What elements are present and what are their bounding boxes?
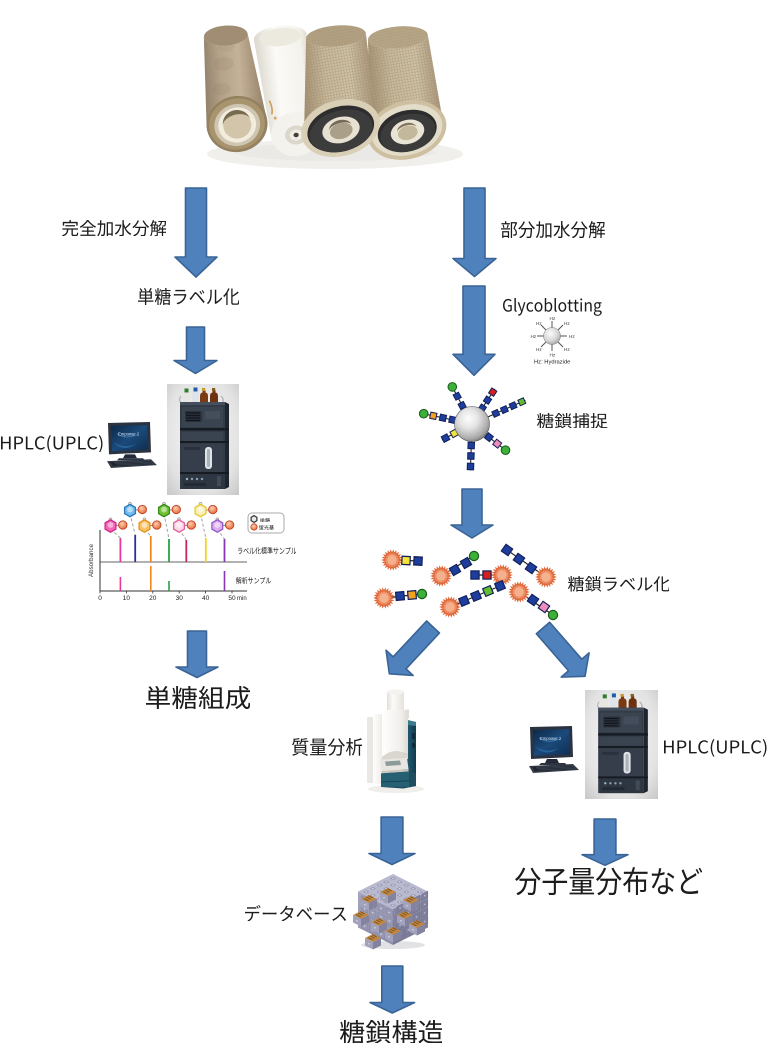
svg-text:Hz: Hz	[569, 334, 575, 339]
svg-text:Hz: Hz	[531, 334, 537, 339]
svg-text:Hz: Hz	[536, 321, 542, 326]
svg-text:20: 20	[149, 595, 157, 602]
svg-text:10: 10	[123, 595, 131, 602]
svg-text:Hz: Hz	[550, 316, 556, 321]
svg-text:Hz: Hydrazide: Hz: Hydrazide	[534, 360, 570, 366]
svg-text:Empower 2: Empower 2	[118, 432, 140, 437]
svg-text:Hz: Hz	[564, 321, 570, 326]
svg-text:30: 30	[176, 595, 184, 602]
svg-text:Hz: Hz	[564, 347, 570, 352]
svg-text:Hz: Hz	[536, 347, 542, 352]
svg-text:min: min	[237, 596, 247, 602]
svg-text:Empower 2: Empower 2	[540, 736, 562, 741]
svg-text:0: 0	[98, 595, 102, 602]
svg-text:Hz: Hz	[550, 353, 556, 358]
svg-text:50: 50	[228, 595, 236, 602]
svg-text:40: 40	[202, 595, 210, 602]
svg-text:Absorbance: Absorbance	[88, 543, 95, 577]
